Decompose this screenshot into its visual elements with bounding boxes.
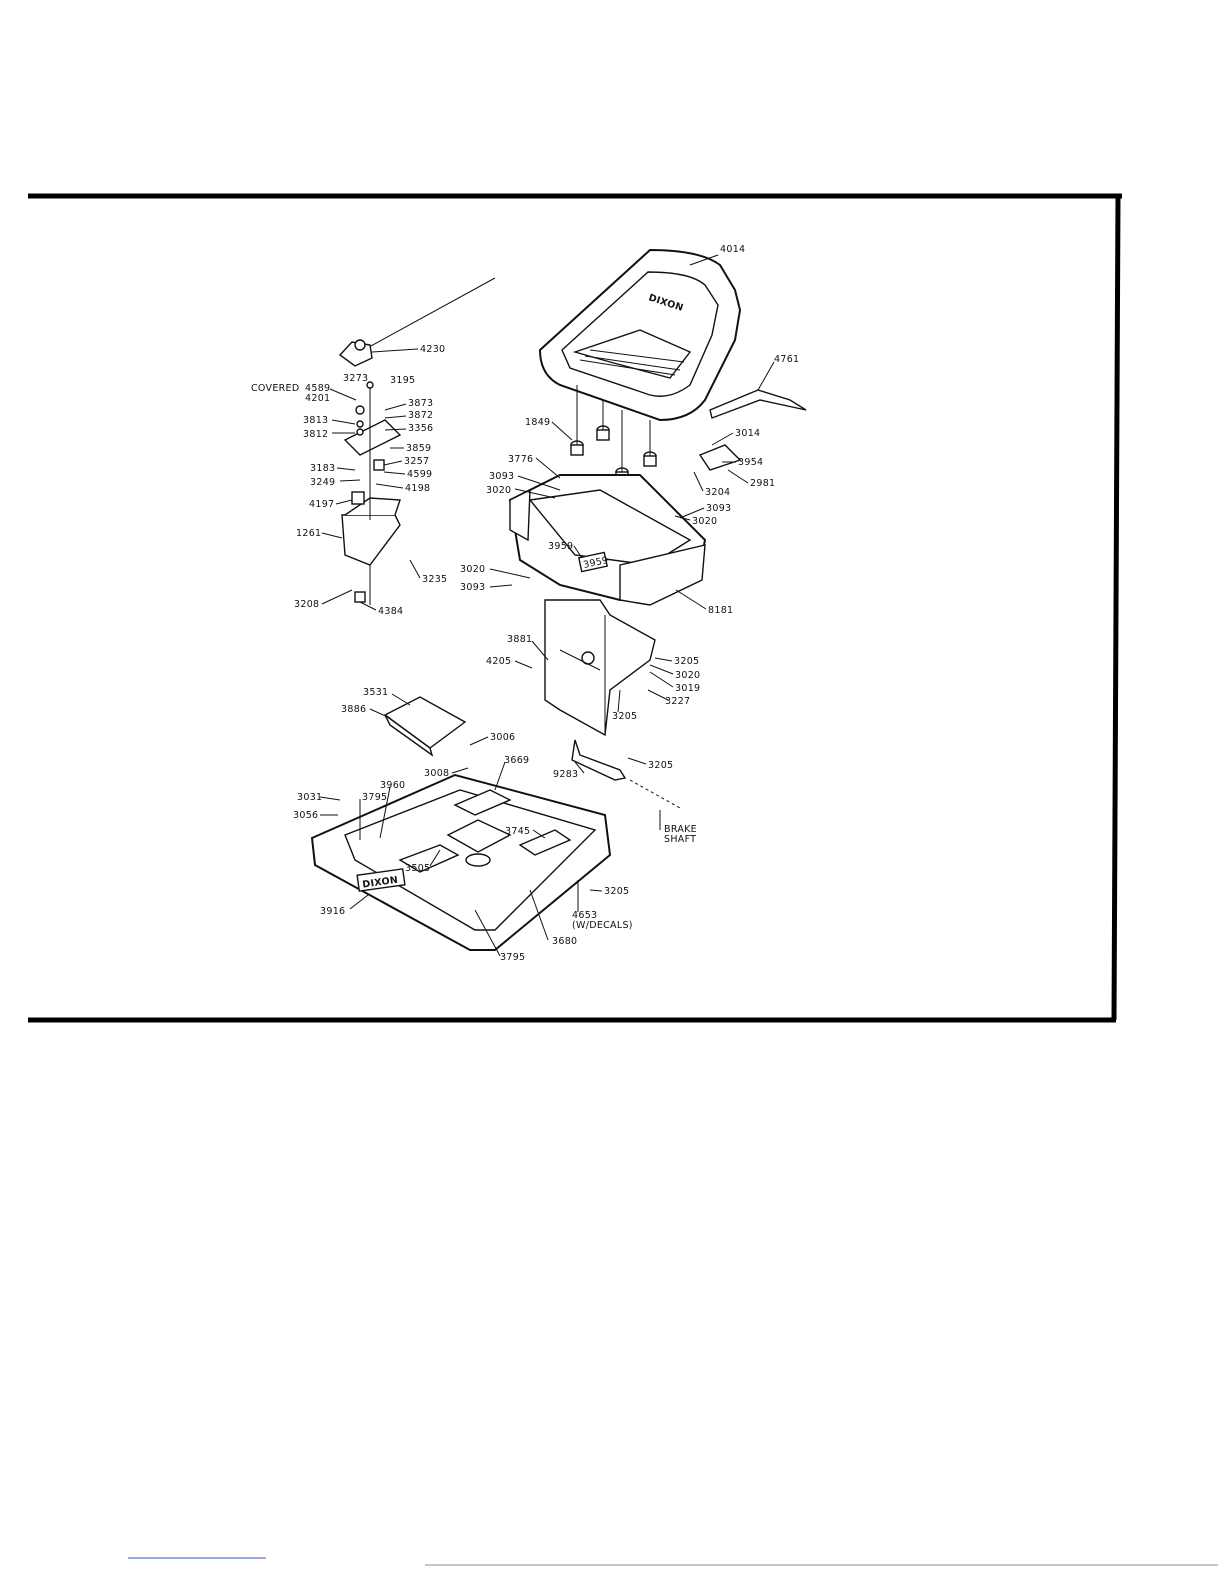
label-3881: 3881: [507, 634, 532, 645]
label-3531: 3531: [363, 687, 388, 698]
label-3669: 3669: [504, 755, 529, 766]
label-3195: 3195: [390, 375, 415, 386]
label-4589: 4589: [305, 383, 330, 394]
label-3020-d: 3020: [675, 670, 700, 681]
label-3356: 3356: [408, 423, 433, 434]
label-with-decals: (W/DECALS): [572, 920, 633, 931]
label-3235: 3235: [422, 574, 447, 585]
decal-3959: 3959: [582, 555, 609, 571]
label-3795-b: 3795: [500, 952, 525, 963]
fender-8181: 3959: [508, 474, 707, 606]
label-4014: 4014: [720, 244, 745, 255]
label-3273: 3273: [343, 373, 368, 384]
label-3959: 3959: [548, 541, 573, 552]
label-4201: 4201: [305, 393, 330, 404]
label-3227: 3227: [665, 696, 690, 707]
label-3745: 3745: [505, 826, 530, 837]
label-4761: 4761: [774, 354, 799, 365]
cover-plate-3531: [383, 696, 467, 757]
label-4384: 4384: [378, 606, 403, 617]
control-box-1261: [341, 497, 401, 605]
label-3183: 3183: [310, 463, 335, 474]
label-3019: 3019: [675, 683, 700, 694]
label-9283: 9283: [553, 769, 578, 780]
label-3205-b: 3205: [612, 711, 637, 722]
label-3813: 3813: [303, 415, 328, 426]
label-3093-c: 3093: [460, 582, 485, 593]
label-3008: 3008: [424, 768, 449, 779]
rod-9283: [571, 739, 681, 809]
label-4599: 4599: [407, 469, 432, 480]
label-3093-a: 3093: [489, 471, 514, 482]
label-3031: 3031: [297, 792, 322, 803]
label-4205: 4205: [486, 656, 511, 667]
label-4198: 4198: [405, 483, 430, 494]
part-number-labels: 4014 4230 4761 3273 3195 COVERED 4589 42…: [251, 244, 799, 963]
label-3205-a: 3205: [674, 656, 699, 667]
label-3859: 3859: [406, 443, 431, 454]
label-3916: 3916: [320, 906, 345, 917]
label-3205-c: 3205: [648, 760, 673, 771]
leader-lines: [319, 254, 775, 957]
label-3257: 3257: [404, 456, 429, 467]
label-3056: 3056: [293, 810, 318, 821]
label-shaft: SHAFT: [664, 834, 696, 845]
label-1261: 1261: [296, 528, 321, 539]
hardware-cluster: [343, 381, 402, 603]
label-3204: 3204: [705, 487, 730, 498]
diagram-border: [28, 193, 1122, 1023]
label-3505: 3505: [405, 863, 430, 874]
label-3795-a: 3795: [362, 792, 387, 803]
label-4230: 4230: [420, 344, 445, 355]
seat-4014: DIXON: [538, 248, 742, 422]
label-1849: 1849: [525, 417, 550, 428]
label-4197: 4197: [309, 499, 334, 510]
label-3960: 3960: [380, 780, 405, 791]
footer-lines: [128, 1557, 1218, 1566]
label-3776: 3776: [508, 454, 533, 465]
label-3020-b: 3020: [692, 516, 717, 527]
label-3020-a: 3020: [486, 485, 511, 496]
label-3872: 3872: [408, 410, 433, 421]
label-3093-b: 3093: [706, 503, 731, 514]
label-3249: 3249: [310, 477, 335, 488]
label-covered: COVERED: [251, 383, 299, 394]
label-8181: 8181: [708, 605, 733, 616]
base-logo: DIXON: [362, 875, 399, 891]
bracket-3881: [544, 599, 656, 737]
label-3873: 3873: [408, 398, 433, 409]
label-4653: 4653: [572, 910, 597, 921]
label-3208: 3208: [294, 599, 319, 610]
label-3886: 3886: [341, 704, 366, 715]
label-3954: 3954: [738, 457, 763, 468]
label-3006: 3006: [490, 732, 515, 743]
base-platform-3960: DIXON: [310, 773, 612, 951]
label-3680: 3680: [552, 936, 577, 947]
label-2981: 2981: [750, 478, 775, 489]
label-3020-c: 3020: [460, 564, 485, 575]
label-brake: BRAKE: [664, 824, 697, 835]
label-3014: 3014: [735, 428, 760, 439]
label-3205-d: 3205: [604, 886, 629, 897]
label-3812: 3812: [303, 429, 328, 440]
throttle-lever-4230: [338, 277, 496, 367]
